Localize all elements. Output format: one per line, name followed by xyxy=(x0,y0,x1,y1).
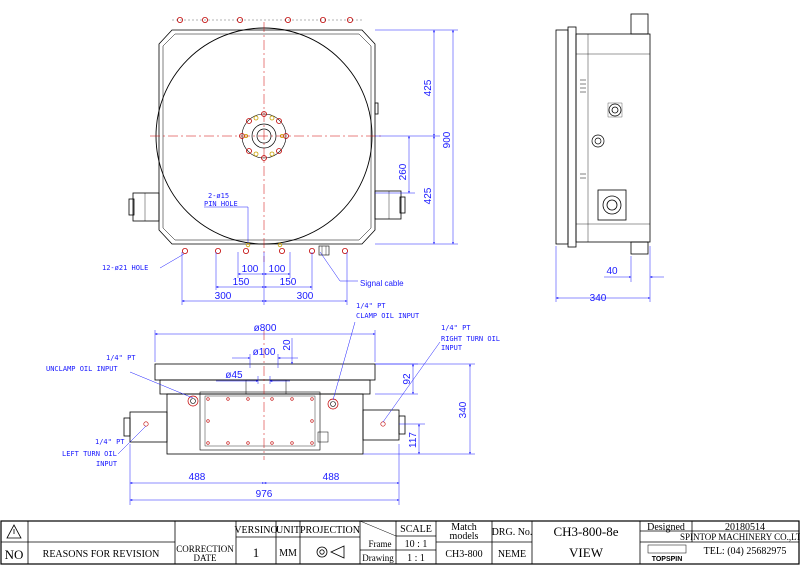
drawing-name-value: VIEW xyxy=(569,545,604,560)
match-models-label-1: Match xyxy=(451,522,477,533)
reasons-for-revision-header: REASONS FOR REVISION xyxy=(43,549,160,560)
right-turn-oil-label: RIGHT TURN OIL xyxy=(441,335,500,343)
dim-425-upper: 425 xyxy=(423,79,434,96)
drawing-number-value: CH3-800-8e xyxy=(554,524,619,539)
dim-150-right: 150 xyxy=(280,277,297,288)
right-turn-input-label: INPUT xyxy=(441,344,463,352)
dim-300-left: 300 xyxy=(215,291,232,302)
top-view-plate xyxy=(158,29,376,245)
bolt-hole-label: 12-ø21 HOLE xyxy=(102,264,148,272)
drawing-label: Drawing xyxy=(362,553,394,563)
dim-front-100: ø100 xyxy=(253,347,276,358)
unit-value: MM xyxy=(279,548,297,559)
designed-label: Designed xyxy=(647,522,685,533)
dim-425-lower: 425 xyxy=(423,187,434,204)
title-block xyxy=(0,520,800,565)
company-telephone: TEL: (04) 25682975 xyxy=(704,546,787,557)
dim-front-800: ø800 xyxy=(254,323,277,334)
left-turn-input-label: INPUT xyxy=(96,460,118,468)
dim-side-340: 340 xyxy=(590,293,607,304)
left-turn-pt-label: 1/4" PT xyxy=(95,438,125,446)
signal-cable-label: Signal cable xyxy=(360,279,404,288)
unclamp-oil-input-label: UNCLAMP OIL INPUT xyxy=(46,365,118,373)
dim-front-117: 117 xyxy=(408,432,419,448)
warning-triangle-icon xyxy=(6,524,22,539)
side-view xyxy=(555,13,651,255)
designed-date: 20180514 xyxy=(725,522,765,533)
first-angle-projection-icon xyxy=(316,545,345,559)
clamp-oil-input-label: CLAMP OIL INPUT xyxy=(356,312,420,320)
match-models-value: CH3-800 xyxy=(445,549,482,560)
clamp-pt-label: 1/4" PT xyxy=(356,302,386,310)
drg-no-label: DRG. No. xyxy=(492,527,533,538)
version-value: 1 xyxy=(253,545,260,560)
dim-150-left: 150 xyxy=(233,277,250,288)
dim-front-340: 340 xyxy=(458,401,469,418)
front-view xyxy=(123,363,406,455)
left-turn-oil-label: LEFT TURN OIL xyxy=(62,450,117,458)
dim-front-92: 92 xyxy=(402,373,413,385)
frame-label: Frame xyxy=(369,539,392,549)
right-turn-pt-label: 1/4" PT xyxy=(441,324,471,332)
dim-100-right: 100 xyxy=(269,264,286,275)
match-models-label-2: models xyxy=(450,531,479,542)
company-name: SPINTOP MACHINERY CO.,LTD. xyxy=(680,532,800,542)
scale-drawing-value: 1 : 1 xyxy=(407,553,425,564)
dim-260: 260 xyxy=(398,163,409,180)
version-label: VERSINO xyxy=(234,525,277,536)
company-logo: TOPSPIN xyxy=(647,544,687,563)
dim-100-left: 100 xyxy=(242,264,259,275)
unclamp-pt-label: 1/4" PT xyxy=(106,354,136,362)
no-column-header: NO xyxy=(5,547,24,562)
dim-900: 900 xyxy=(442,131,453,148)
correction-date-header-1: CORRECTION xyxy=(176,544,234,554)
unit-label: UNIT xyxy=(276,525,300,536)
projection-label: PROJECTION xyxy=(300,525,360,536)
pin-hole-label: PIN HOLE xyxy=(204,200,238,208)
name-label: NEME xyxy=(498,549,526,560)
dim-300-right: 300 xyxy=(297,291,314,302)
dim-front-488-right: 488 xyxy=(323,472,340,483)
dim-front-20: 20 xyxy=(282,339,293,351)
dim-front-976: 976 xyxy=(256,489,273,500)
dim-front-45: ø45 xyxy=(225,370,243,381)
scale-label: SCALE xyxy=(400,524,432,535)
scale-frame-value: 10 : 1 xyxy=(405,539,428,550)
dim-front-488-left: 488 xyxy=(189,472,206,483)
dim-side-40: 40 xyxy=(606,266,618,277)
company-logo-text: TOPSPIN xyxy=(652,556,683,563)
pin-hole-count-label: 2-ø15 xyxy=(208,192,229,200)
correction-date-header-2: DATE xyxy=(194,553,217,563)
